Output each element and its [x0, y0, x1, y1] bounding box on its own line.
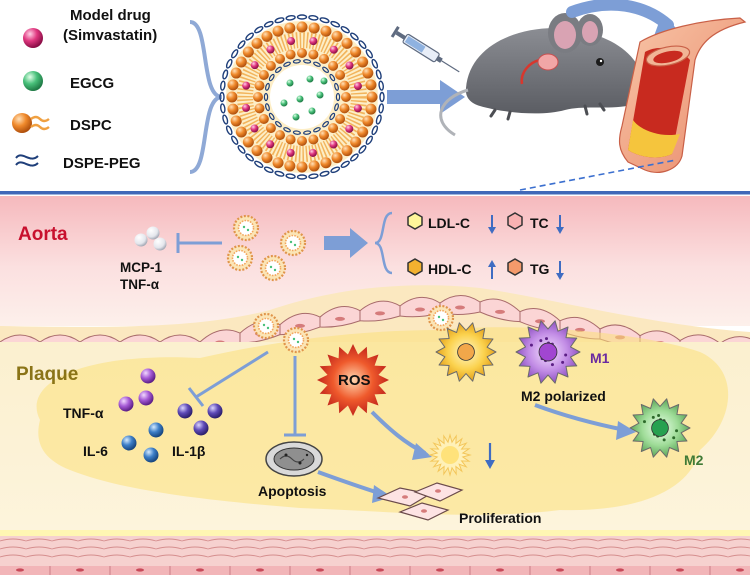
egcg-icon [23, 71, 43, 91]
legend-bracket [189, 20, 223, 174]
legend-dspc-label: DSPC [70, 117, 112, 134]
legend-model-drug-sublabel: (Simvastatin) [63, 27, 157, 44]
tg-icon [507, 258, 523, 276]
m1-label: M1 [590, 350, 610, 366]
ldl-down-arrow [488, 215, 496, 234]
arrow-to-mouse [387, 80, 465, 114]
aorta-mcp1-label: MCP-1 [120, 260, 162, 275]
m2-polarized-label: M2 polarized [521, 388, 606, 404]
legend-egcg-label: EGCG [70, 75, 114, 92]
aorta-title: Aorta [18, 224, 68, 245]
ldl-icon [407, 212, 423, 230]
tc-icon [507, 212, 523, 230]
m2-macrophage-icon [629, 398, 691, 458]
polarization-arrow-head [616, 421, 636, 440]
plaque-il6-label: IL-6 [83, 443, 108, 459]
plaque-tnf-label: TNF-α [63, 405, 104, 421]
proliferation-label: Proliferation [459, 510, 541, 526]
proliferation-down-arrow [485, 443, 495, 469]
hdl-label: HDL-C [428, 261, 472, 277]
section-divider [0, 191, 750, 195]
arrow-to-lipids [324, 228, 368, 258]
legend-dspe-peg-label: DSPE-PEG [63, 155, 141, 172]
inhibit-line-cytokines [195, 350, 269, 399]
media-fibers [0, 538, 750, 558]
m1-macrophage-icon [515, 320, 581, 384]
m2-label: M2 [684, 452, 704, 468]
apoptotic-cell-icon [265, 441, 323, 477]
tc-down-arrow [556, 215, 564, 234]
mouse-illustration [439, 13, 647, 137]
ros-arrow-head [412, 443, 432, 460]
il1b-spheres [177, 403, 223, 436]
aorta-tnf-label: TNF-α [120, 277, 160, 292]
proliferating-cell-icon [428, 433, 472, 477]
dspc-icon [12, 113, 50, 133]
dspe-peg-icon [15, 154, 39, 167]
inhibit-bar-cytokines [187, 387, 205, 407]
ldl-label: LDL-C [428, 215, 470, 231]
tg-label: TG [530, 261, 550, 277]
macrophage-icon [435, 322, 497, 382]
callout-line [519, 159, 677, 191]
legend: Model drug (Simvastatin) EGCG DSPC DSPE-… [12, 7, 157, 172]
model-drug-icon [23, 28, 43, 48]
plaque-il1b-label: IL-1β [172, 443, 206, 459]
plaque-liposome-1 [252, 312, 280, 340]
legend-model-drug-label: Model drug [70, 7, 151, 24]
plaque-liposome-2 [282, 326, 310, 354]
hdl-up-arrow [488, 260, 496, 279]
adventitia-cells [16, 566, 744, 575]
adventitia-strip [0, 566, 750, 575]
ros-label: ROS [338, 372, 371, 389]
smooth-muscle-cells-icon [376, 482, 464, 521]
artery-illustration [618, 17, 747, 173]
apoptosis-label: Apoptosis [258, 483, 327, 499]
intima-boundary [0, 530, 750, 536]
tg-down-arrow [556, 261, 564, 280]
hdl-icon [407, 258, 423, 276]
lipid-bracket [374, 211, 393, 275]
liposome [219, 14, 385, 180]
syringe-icon [390, 26, 460, 73]
plaque-title: Plaque [16, 364, 78, 385]
il6-spheres [121, 422, 164, 463]
tnf-spheres [118, 368, 156, 412]
ros-burst [317, 344, 389, 416]
tc-label: TC [530, 215, 549, 231]
plaque-liposome-3 [427, 304, 455, 332]
mcp1-tnf-spheres [134, 226, 167, 251]
